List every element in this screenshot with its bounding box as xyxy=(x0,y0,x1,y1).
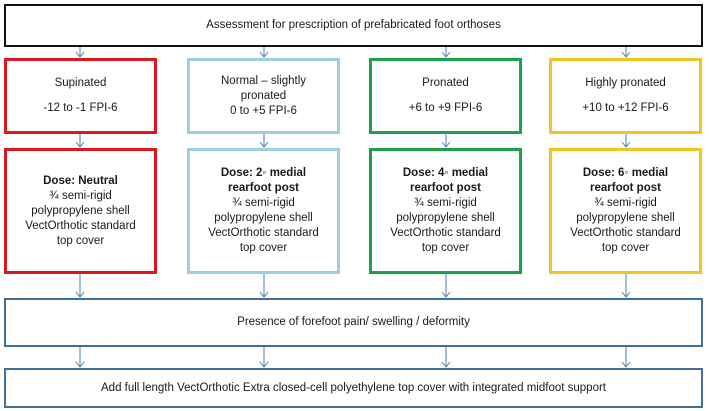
arrow-head xyxy=(259,51,269,58)
dose-box-normal: Dose: 2◦ medial rearfoot post ¾ semi-rig… xyxy=(187,148,340,274)
arrow-head xyxy=(259,141,269,148)
dose-line: polypropylene shell xyxy=(214,212,313,224)
dose-line: ¾ semi-rigid xyxy=(414,197,477,209)
arrow-head xyxy=(75,291,85,298)
dose-line: VectOrthotic standard xyxy=(208,227,319,239)
dose-label: Dose: Neutral xyxy=(43,174,118,187)
dose-box-pronated: Dose: 4◦ medial rearfoot post ¾ semi-rig… xyxy=(369,148,522,274)
arrow-head xyxy=(259,291,269,298)
category-label: Normal – slightly pronated xyxy=(221,74,306,102)
arrow-head xyxy=(441,361,451,368)
fpi-range: +10 to +12 FPI-6 xyxy=(582,102,669,114)
final-step-text: Add full length VectOrthotic Extra close… xyxy=(101,381,606,394)
forefoot-check-box: Presence of forefoot pain/ swelling / de… xyxy=(4,298,703,347)
dose-line: ¾ semi-rigid xyxy=(49,189,112,202)
arrow-head xyxy=(75,51,85,58)
arrow-head xyxy=(621,141,631,148)
dose-line: polypropylene shell xyxy=(31,204,130,217)
dose-line: VectOrthotic standard xyxy=(570,227,681,239)
arrow-head xyxy=(621,361,631,368)
forefoot-check-text: Presence of forefoot pain/ swelling / de… xyxy=(237,316,470,328)
dose-line: ¾ semi-rigid xyxy=(594,197,657,209)
arrow-head xyxy=(621,291,631,298)
title-box: Assessment for prescription of prefabric… xyxy=(4,4,703,47)
category-box-pronated: Pronated +6 to +9 FPI-6 xyxy=(369,58,522,134)
fpi-range: +6 to +9 FPI-6 xyxy=(408,102,483,114)
arrow-head xyxy=(441,291,451,298)
dose-line: polypropylene shell xyxy=(396,212,495,224)
final-step-box: Add full length VectOrthotic Extra close… xyxy=(4,368,703,408)
arrow-head xyxy=(621,51,631,58)
dose-line: polypropylene shell xyxy=(576,212,675,224)
fpi-range: -12 to -1 FPI-6 xyxy=(43,102,118,114)
dose-line: ¾ semi-rigid xyxy=(232,197,295,209)
category-label: Pronated xyxy=(422,77,469,89)
category-box-supinated: Supinated -12 to -1 FPI-6 xyxy=(4,58,157,134)
dose-line: top cover xyxy=(601,242,650,254)
dose-label: Dose: 4◦ medial rearfoot post xyxy=(402,167,489,194)
arrow-head xyxy=(441,141,451,148)
category-box-highly-pronated: Highly pronated +10 to +12 FPI-6 xyxy=(549,58,702,134)
dose-label: Dose: 2◦ medial rearfoot post xyxy=(220,167,307,194)
fpi-range: 0 to +5 FPI-6 xyxy=(230,104,297,117)
category-box-normal: Normal – slightly pronated 0 to +5 FPI-6 xyxy=(187,58,340,134)
category-label: Highly pronated xyxy=(585,77,666,89)
dose-box-highly-pronated: Dose: 6◦ medial rearfoot post ¾ semi-rig… xyxy=(549,148,702,274)
dose-line: top cover xyxy=(239,242,288,254)
dose-label: Dose: 6◦ medial rearfoot post xyxy=(582,167,669,194)
category-label: Supinated xyxy=(54,77,107,89)
dose-line: VectOrthotic standard xyxy=(25,219,136,232)
dose-line: top cover xyxy=(56,234,105,247)
arrow-head xyxy=(259,361,269,368)
dose-line: top cover xyxy=(421,242,470,254)
arrow-head xyxy=(75,361,85,368)
arrow-head xyxy=(441,51,451,58)
arrow-head xyxy=(75,141,85,148)
title-text: Assessment for prescription of prefabric… xyxy=(206,19,501,31)
dose-line: VectOrthotic standard xyxy=(390,227,501,239)
dose-box-supinated: Dose: Neutral ¾ semi-rigid polypropylene… xyxy=(4,148,157,274)
